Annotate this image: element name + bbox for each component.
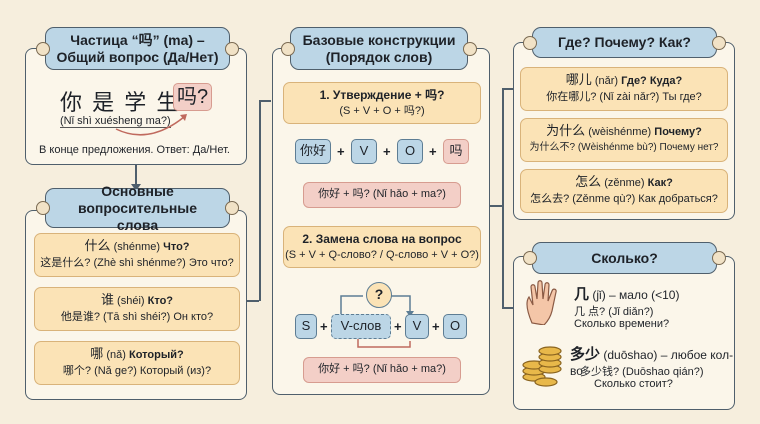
- ornament-icon: [523, 35, 537, 50]
- ji-example: 几 点? (Jǐ diǎn?): [574, 306, 654, 318]
- pinyin: (Nǐ shì xuésheng ma?): [60, 115, 171, 128]
- ornament-icon: [712, 251, 726, 265]
- note: В конце предложения. Ответ: Да/Нет.: [39, 144, 230, 156]
- connector: [259, 100, 261, 301]
- how-many-panel-title: Сколько?: [523, 242, 726, 274]
- plus-sign: +: [383, 144, 391, 159]
- block-verb: V: [351, 139, 377, 164]
- title-text: Сколько?: [591, 249, 658, 266]
- ma-particle-highlight: 吗?: [173, 83, 213, 111]
- ornament-icon: [225, 41, 239, 56]
- title-text: Частица “吗” (ma) – Общий вопрос (Да/Нет): [56, 31, 219, 65]
- block-question-word: V-слов: [331, 314, 391, 339]
- block-verb: V: [405, 314, 429, 339]
- ornament-icon: [712, 35, 726, 50]
- ornament-icon: [463, 41, 477, 56]
- duoshao-example: 多少钱? (Duōshao qián?): [580, 366, 704, 378]
- question-word-card: 怎么 (zěnme) Как?怎么去? (Zěnme qù?) Как добр…: [520, 169, 728, 213]
- block-subject: 你好: [295, 139, 331, 164]
- construction-1-example: 你好 + 吗? (Nǐ hǎo + ma?): [303, 182, 461, 208]
- question-word-card: 哪儿 (nǎr) Где? Куда?你在哪儿? (Nǐ zài nǎr?) Т…: [520, 67, 728, 111]
- ornament-icon: [225, 201, 239, 215]
- question-word-card: 什么 (shénme) Что?这是什么? (Zhè shì shénme?) …: [34, 233, 240, 277]
- ma-panel-title: Частица “吗” (ma) – Общий вопрос (Да/Нет): [36, 27, 239, 70]
- example-sentence: 你 是 学 生: [60, 90, 181, 115]
- where-panel-title: Где? Почему? Как?: [523, 27, 726, 58]
- question-word-card: 哪 (nǎ) Который?哪个? (Nǎ ge?) Который (из)…: [34, 341, 240, 385]
- connector: [502, 88, 513, 90]
- question-mark-icon: ?: [366, 282, 392, 308]
- connector: [502, 88, 504, 308]
- block-ma: 吗: [443, 139, 469, 164]
- construction-2-example: 你好 + 吗? (Nǐ hǎo + ma?): [303, 357, 461, 383]
- block-subject: S: [295, 314, 317, 339]
- connector: [502, 307, 513, 309]
- ji-translation: Сколько времени?: [574, 318, 670, 330]
- ji-word: 几 (jǐ) – мало (<10): [574, 286, 680, 303]
- coins-icon: [522, 346, 562, 387]
- ornament-icon: [281, 41, 295, 56]
- block-object: O: [397, 139, 423, 164]
- question-word-card: 谁 (shéi) Кто?他是谁? (Tā shì shéi?) Он кто?: [34, 287, 240, 331]
- plus-sign: +: [429, 144, 437, 159]
- connector: [490, 205, 502, 207]
- constructions-panel-title: Базовые конструкции (Порядок слов): [281, 27, 477, 70]
- plus-sign: +: [337, 144, 345, 159]
- how-many-panel: 几 (jǐ) – мало (<10) 几 点? (Jǐ diǎn?) Скол…: [513, 256, 735, 410]
- substitution-arrows: [340, 295, 414, 348]
- ornament-icon: [36, 41, 50, 56]
- where-why-how-panel: 哪儿 (nǎr) Где? Куда?你在哪儿? (Nǐ zài nǎr?) Т…: [513, 42, 735, 220]
- arrow-down-icon: [131, 184, 141, 191]
- title-text: Где? Почему? Как?: [558, 34, 691, 50]
- plus-sign: +: [320, 319, 328, 334]
- basic-question-words-panel: 什么 (shénme) Что?这是什么? (Zhè shì shénme?) …: [25, 210, 247, 400]
- basic-panel-title: Основные вопросительные слова: [36, 183, 239, 233]
- connector: [259, 100, 271, 102]
- question-word-card: 为什么 (wèishénme) Почему?为什么不? (Wèishénme …: [520, 118, 728, 162]
- block-object: O: [443, 314, 467, 339]
- construction-2-card: 2. Замена слова на вопрос(S + V + Q-слов…: [283, 226, 481, 268]
- title-text: Основные вопросительные слова: [77, 182, 198, 233]
- duoshao-translation: Сколько стоит?: [594, 378, 673, 390]
- connector: [247, 300, 259, 302]
- connector: [135, 165, 137, 190]
- title-text: Базовые конструкции (Порядок слов): [302, 31, 456, 65]
- hand-icon: [526, 280, 557, 325]
- curved-arrow-icon: [115, 114, 187, 136]
- constructions-panel: 1. Утверждение + 吗?(S + V + O + 吗?) 你好 +…: [272, 48, 490, 395]
- ornament-icon: [36, 201, 50, 215]
- duoshao-word: 多少 (duōshao) – любое кол-во: [570, 346, 734, 378]
- construction-1-card: 1. Утверждение + 吗?(S + V + O + 吗?): [283, 82, 481, 124]
- plus-sign: +: [394, 319, 402, 334]
- plus-sign: +: [432, 319, 440, 334]
- ornament-icon: [523, 251, 537, 265]
